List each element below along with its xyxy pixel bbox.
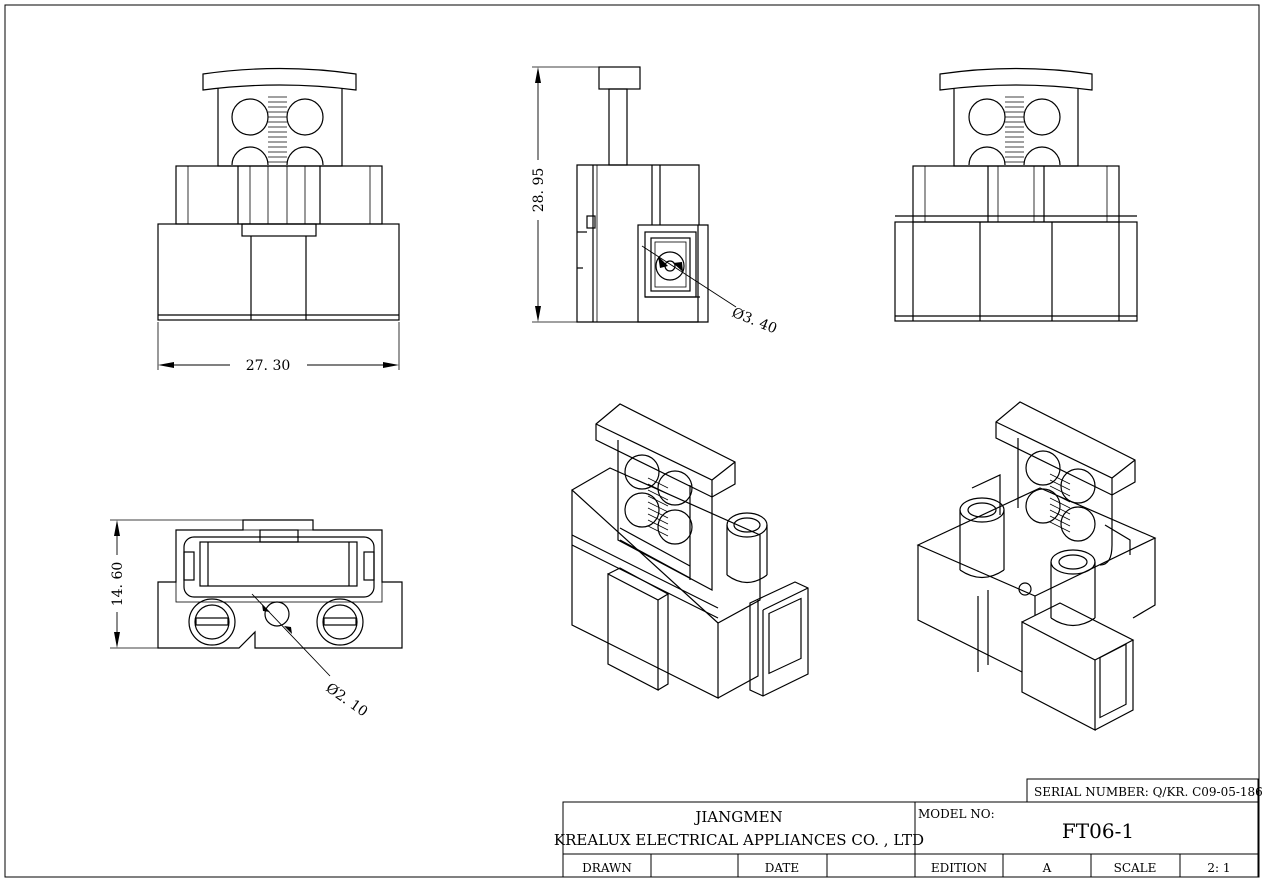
model-label: MODEL NO: (918, 807, 995, 821)
scale-value: 2: 1 (1207, 861, 1230, 875)
depth-dimension: 14. 60 (110, 562, 126, 607)
rear-view (894, 67, 1138, 322)
model-value: FT06-1 (1062, 819, 1134, 843)
hole-large-dimension: Ø3. 40 (730, 305, 780, 337)
isometric-view-rear (916, 401, 1157, 731)
side-view: Ø3. 40 28. 95 (531, 66, 780, 337)
serial-number: SERIAL NUMBER: Q/KR. C09-05-186 (1034, 785, 1263, 799)
width-dimension: 27. 30 (246, 358, 291, 374)
edition-value: A (1042, 861, 1052, 875)
date-label: DATE (765, 861, 799, 875)
front-view: 27. 30 (157, 67, 400, 374)
drawn-label: DRAWN (582, 861, 632, 875)
isometric-view-front (570, 403, 809, 699)
top-view: 14. 60 Ø2. 10 (110, 519, 403, 720)
hole-small-dimension: Ø2. 10 (323, 680, 371, 720)
company-line-1: JIANGMEN (693, 808, 782, 826)
height-dimension: 28. 95 (531, 168, 547, 213)
scale-label: SCALE (1114, 861, 1157, 875)
title-block: SERIAL NUMBER: Q/KR. C09-05-186 JIANGMEN… (554, 778, 1263, 878)
company-line-2: KREALUX ELECTRICAL APPLIANCES CO. , LTD (554, 831, 924, 849)
edition-label: EDITION (931, 861, 987, 875)
